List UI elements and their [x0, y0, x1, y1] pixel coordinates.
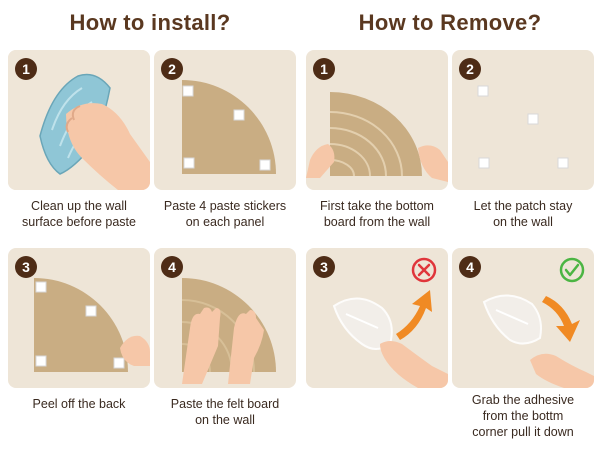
- install-step-1-caption: Clean up the wall surface before paste: [22, 199, 136, 229]
- hand-icon: [65, 103, 150, 190]
- install-title: How to install?: [69, 10, 231, 35]
- adhesive-strip-icon: [482, 294, 542, 345]
- sticker-icon: [183, 157, 195, 169]
- install-step-2-image: 2: [154, 50, 296, 190]
- hand-icon: [120, 335, 150, 366]
- install-step-2-caption: Paste 4 paste stickers on each panel: [163, 199, 287, 229]
- step-number-badge: 1: [313, 58, 335, 80]
- arrow-up-icon: [396, 290, 432, 340]
- correct-check-icon: [559, 257, 585, 283]
- remove-step-4-image: 4: [452, 248, 594, 388]
- remove-step-2-image: 2: [452, 50, 594, 190]
- sticker-icon: [259, 159, 271, 171]
- felt-panel-with-stickers-illustration: [182, 80, 276, 174]
- install-step-1-image: 1: [8, 50, 150, 190]
- peel-backing-illustration: [34, 278, 150, 372]
- left-hand-icon: [182, 307, 221, 384]
- sticker-icon: [182, 85, 194, 97]
- patch-icon: [557, 157, 569, 169]
- correct-peel-direction-illustration: [482, 257, 594, 388]
- patches-on-wall-illustration: [477, 85, 569, 169]
- remove-step-3-image: 3: [306, 248, 448, 388]
- remove-step-1-image: 1: [306, 50, 448, 190]
- sticker-icon: [85, 305, 97, 317]
- step-number-badge: 4: [161, 256, 183, 278]
- remove-step-1-caption: First take the bottom board from the wal…: [320, 199, 434, 229]
- install-step-4-caption: Paste the felt board on the wall: [170, 397, 280, 427]
- sticker-icon: [113, 357, 125, 369]
- install-step-3-caption: Peel off the back: [32, 397, 126, 411]
- hands-holding-board-illustration: [306, 92, 448, 182]
- hand-icon: [380, 341, 448, 388]
- cleaning-cloth-hand-illustration: [8, 50, 150, 190]
- step-number-badge: 3: [15, 256, 37, 278]
- install-step-3-image: 3: [8, 248, 150, 388]
- remove-step-2-caption: Let the patch stay on the wall: [473, 199, 573, 229]
- patch-icon: [527, 113, 539, 125]
- adhesive-strip-icon: [332, 297, 393, 350]
- hand-icon: [530, 353, 594, 388]
- wrong-x-icon: [411, 257, 437, 283]
- sticker-icon: [233, 109, 245, 121]
- install-step-4-image: 4: [154, 248, 296, 388]
- remove-title: How to Remove?: [358, 10, 542, 35]
- step-number-badge: 2: [459, 58, 481, 80]
- patch-icon: [478, 157, 490, 169]
- sticker-icon: [35, 355, 47, 367]
- left-hand-icon: [306, 144, 335, 178]
- step-number-badge: 4: [459, 256, 481, 278]
- right-hand-icon: [418, 145, 448, 182]
- step-number-badge: 2: [161, 58, 183, 80]
- right-hand-icon: [228, 310, 264, 384]
- step-number-badge: 1: [15, 58, 37, 80]
- wrong-peel-direction-illustration: [332, 257, 448, 388]
- step-number-badge: 3: [313, 256, 335, 278]
- patch-icon: [477, 85, 489, 97]
- hands-pressing-board-illustration: [181, 278, 276, 384]
- arrow-down-icon: [542, 296, 580, 342]
- sticker-icon: [35, 281, 47, 293]
- remove-step-4-caption: Grab the adhesive from the bottm corner …: [471, 393, 575, 439]
